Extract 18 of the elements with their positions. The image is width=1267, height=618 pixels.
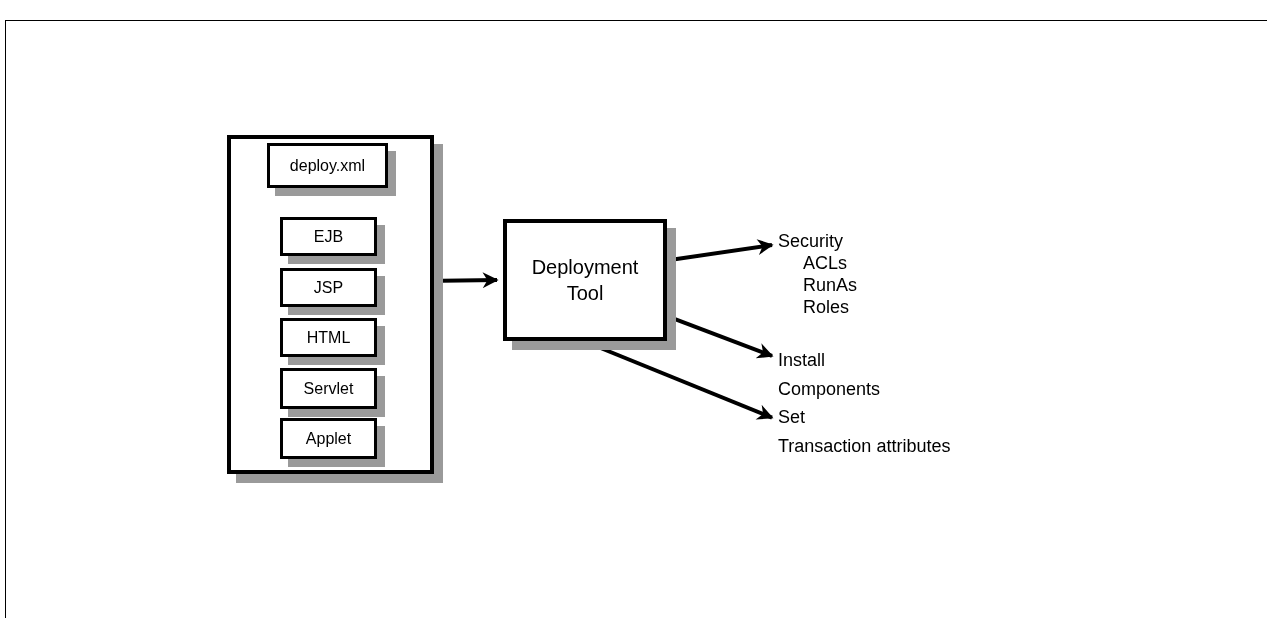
box-label: EJB [313, 226, 344, 247]
text-label: RunAs [802, 274, 859, 296]
box-label: JSP [313, 277, 344, 298]
text-label: ACLs [802, 252, 848, 274]
box-label: Servlet [303, 378, 354, 399]
text-label: Roles [802, 296, 851, 318]
arrow [674, 239, 774, 262]
box-label: Applet [305, 428, 352, 449]
arrow [441, 272, 499, 289]
text-label: Install [778, 349, 827, 371]
text-label: Transaction attributes [778, 435, 952, 457]
box-label: Deployment Tool [530, 255, 640, 306]
text-label: Security [778, 230, 845, 252]
box-label: HTML [306, 327, 351, 348]
arrow [674, 317, 774, 359]
text-label: Set [778, 406, 807, 428]
box-label: deploy.xml [289, 155, 366, 176]
text-label: Components [778, 378, 882, 400]
